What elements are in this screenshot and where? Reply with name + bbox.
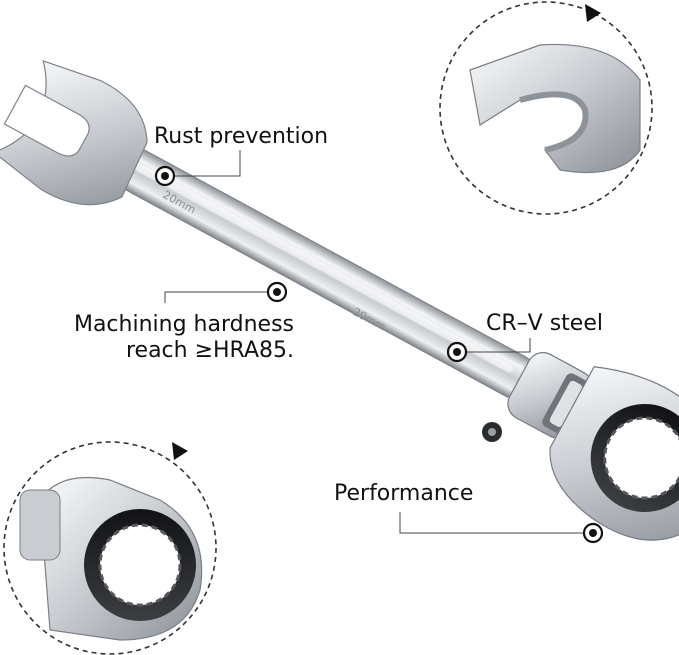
inset-ratchet-end (3, 441, 217, 655)
rotate-arrow-icon (585, 4, 601, 22)
callout-hardness-line1: Machining hardness (73, 312, 294, 337)
callout-performance: Performance (334, 481, 474, 506)
callout-leaders (164, 150, 593, 534)
rotate-arrow-icon (172, 442, 188, 460)
inset-open-end (439, 1, 653, 215)
open-end-head (0, 59, 148, 206)
callout-markers (154, 165, 604, 544)
ratchet-head (549, 366, 679, 541)
inset-dashed-circle (439, 1, 653, 215)
callout-crv-steel: CR–V steel (486, 311, 603, 336)
callout-hardness-line2: reach ≥HRA85. (125, 338, 294, 363)
callout-rust-prevention: Rust prevention (154, 124, 329, 149)
inset-dashed-circle (3, 441, 217, 655)
wrench-body (0, 59, 679, 541)
callout-machining-hardness: Machining hardness reach ≥HRA85. (54, 312, 294, 364)
